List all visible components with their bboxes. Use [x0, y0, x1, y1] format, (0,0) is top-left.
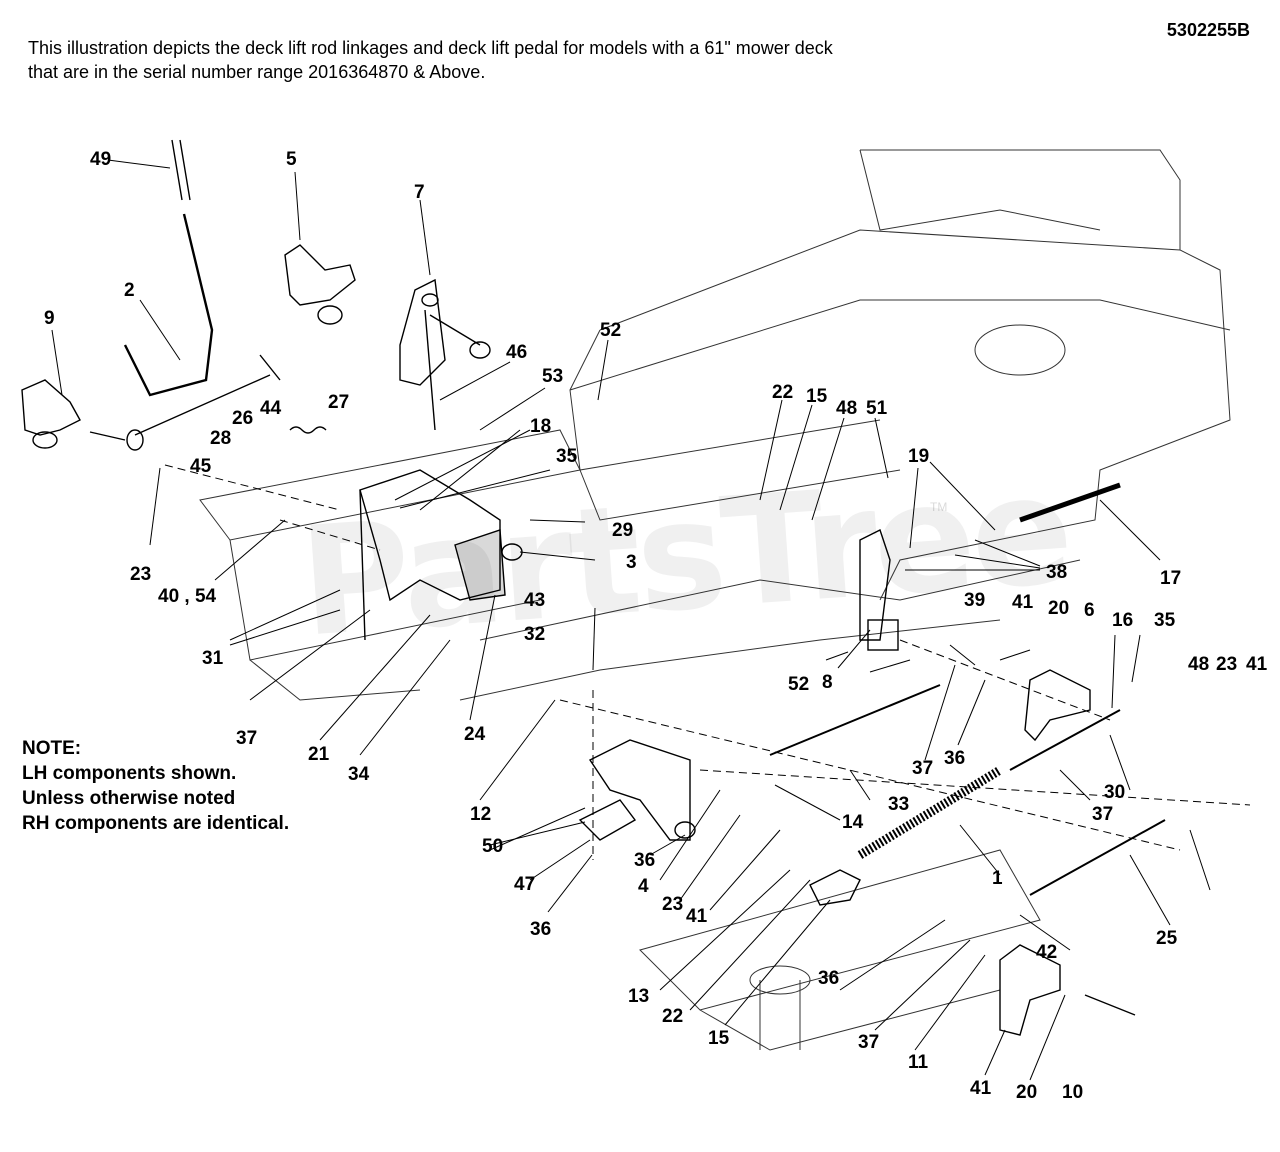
part-callout: 11 [908, 1052, 929, 1073]
description-line-2: that are in the serial number range 2016… [28, 62, 486, 82]
part-callout: 13 [628, 986, 649, 1007]
part-callout: 4 [638, 876, 649, 897]
part-callout: 48 [836, 398, 857, 419]
part-callout: 7 [414, 182, 425, 203]
part-callout: 20 [1016, 1082, 1037, 1103]
part-callout: 45 [190, 456, 212, 477]
part-callout: 5 [286, 149, 297, 170]
note-line-1: LH components shown. [22, 763, 237, 784]
part-callout: 43 [524, 590, 545, 611]
part-callout: 33 [888, 794, 909, 815]
part-callout: 20 [1048, 598, 1069, 619]
part-callout: 44 [260, 398, 282, 419]
part-callout: 15 [806, 386, 828, 407]
part-callout: 41 [1012, 592, 1034, 613]
part-callout: 24 [464, 724, 486, 745]
part-callout: 23 [1216, 654, 1237, 675]
part-callout: 37 [1092, 804, 1113, 825]
description-line-1: This illustration depicts the deck lift … [28, 38, 833, 58]
part-callout: 22 [772, 382, 793, 403]
part-callout: 37 [236, 728, 257, 749]
part-callout: 29 [612, 520, 633, 541]
part-callout: 23 [130, 564, 151, 585]
part-callout: 48 [1188, 654, 1209, 675]
part-callout: 32 [524, 624, 545, 645]
part-callout: 28 [210, 428, 231, 449]
part-callout: 41 [970, 1078, 992, 1099]
watermark-trademark: TM [930, 500, 948, 514]
note-box: NOTE: LH components shown. Unless otherw… [22, 736, 289, 836]
part-callout: 27 [328, 392, 349, 413]
part-callout: 37 [912, 758, 933, 779]
mower-frame [199, 149, 1231, 1051]
part-callout: 36 [818, 968, 839, 989]
note-line-2: Unless otherwise noted [22, 788, 236, 809]
part-callout: 41 [1246, 654, 1268, 675]
part-callout: 23 [662, 894, 683, 915]
part-callout: 9 [44, 308, 55, 329]
part-callout: 19 [908, 446, 929, 467]
part-callout: 36 [634, 850, 655, 871]
part-callout: 2 [124, 280, 135, 301]
part-callout: 3 [626, 552, 637, 573]
part-callout: 53 [542, 366, 563, 387]
leader-lines [51, 159, 1211, 1081]
part-callout: 8 [822, 672, 833, 693]
part-callout: 39 [964, 590, 985, 611]
part-callout: 49 [90, 149, 111, 170]
part-callout: 42 [1036, 942, 1057, 963]
part-callout: 52 [788, 674, 809, 695]
part-callout: 17 [1160, 568, 1181, 589]
part-callout: 36 [944, 748, 965, 769]
part-callout: 14 [842, 812, 864, 833]
part-callout: 21 [308, 744, 330, 765]
document-id: 5302255B [1166, 20, 1250, 40]
part-callout: 40 , 54 [158, 586, 217, 607]
part-callout: 37 [858, 1032, 879, 1053]
part-callout: 25 [1156, 928, 1178, 949]
part-callout: 34 [348, 764, 370, 785]
part-callout: 10 [1062, 1082, 1083, 1103]
assembly-axis-lines [164, 464, 1251, 860]
part-callout: 15 [708, 1028, 730, 1049]
note-heading: NOTE: [22, 738, 82, 759]
part-callout: 1 [992, 868, 1003, 889]
part-callout: 46 [506, 342, 527, 363]
part-callout: 16 [1112, 610, 1133, 631]
part-callout: 18 [530, 416, 551, 437]
part-callout: 35 [1154, 610, 1176, 631]
part-callout: 41 [686, 906, 708, 927]
part-callout: 50 [482, 836, 503, 857]
part-callout: 36 [530, 919, 551, 940]
part-callout: 38 [1046, 562, 1067, 583]
part-callout: 12 [470, 804, 491, 825]
part-callout: 31 [202, 648, 224, 669]
part-callout: 47 [514, 874, 535, 895]
note-line-3: RH components are identical. [22, 813, 290, 834]
part-callout: 35 [556, 446, 578, 467]
diagram-description: This illustration depicts the deck lift … [28, 36, 833, 84]
part-callout: 26 [232, 408, 253, 429]
part-callout: 6 [1084, 600, 1095, 621]
part-callout: 30 [1104, 782, 1125, 803]
part-callout: 22 [662, 1006, 683, 1027]
part-callout: 51 [866, 398, 888, 419]
part-callout: 52 [600, 320, 621, 341]
